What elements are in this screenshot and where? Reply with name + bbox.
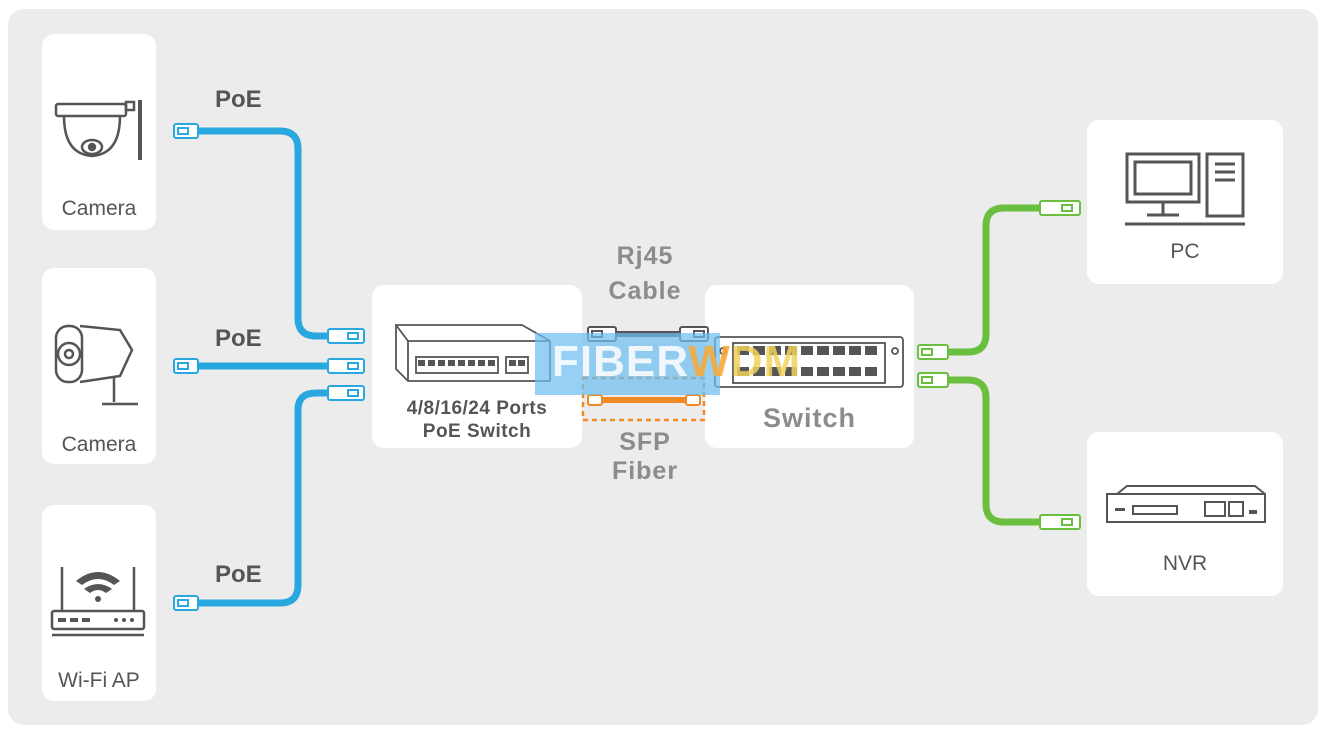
nvr-card: NVR — [1087, 432, 1283, 596]
pc-card: PC — [1087, 120, 1283, 284]
rj45-label-line1: Rj45 — [616, 242, 674, 270]
watermark-backdrop — [535, 333, 720, 395]
switch-label: Switch — [762, 403, 856, 433]
sfp-label-line1: SFP — [619, 428, 671, 456]
lan-cable-pc — [944, 204, 1046, 356]
lan-cable-nvr — [944, 376, 1046, 526]
camera-top-card: Camera — [42, 34, 156, 230]
poe-cable-top — [193, 127, 334, 340]
desktop-pc-icon — [1125, 152, 1245, 226]
network-switch-icon — [714, 336, 904, 388]
camera-mid-card: Camera — [42, 268, 156, 464]
sfp-label-line2: Fiber — [611, 457, 679, 485]
bullet-camera-icon — [54, 324, 138, 406]
poe-label-top: PoE — [215, 86, 262, 113]
wifi-ap-card: Wi-Fi AP — [42, 505, 156, 701]
rj45-label-line2: Cable — [608, 277, 682, 305]
poe-label-mid: PoE — [215, 325, 262, 352]
switch-ports — [737, 346, 877, 376]
wifi-ap-label: Wi-Fi AP — [58, 669, 140, 692]
camera-top-label: Camera — [61, 197, 137, 220]
nvr-label: NVR — [1162, 552, 1208, 575]
poe-cable-bottom — [193, 389, 334, 607]
switch-card: Switch — [705, 285, 914, 448]
dome-camera-icon — [54, 100, 142, 160]
watermark-logo: FIBERWDM — [552, 337, 802, 386]
pc-label: PC — [1170, 240, 1200, 263]
poe-switch-label-line2: PoE Switch — [422, 421, 532, 442]
nvr-recorder-icon — [1106, 485, 1266, 523]
camera-mid-label: Camera — [61, 433, 137, 456]
wifi-router-icon — [50, 567, 146, 637]
poe-label-bottom: PoE — [215, 561, 262, 588]
poe-switch-label-line1: 4/8/16/24 Ports — [406, 398, 548, 419]
